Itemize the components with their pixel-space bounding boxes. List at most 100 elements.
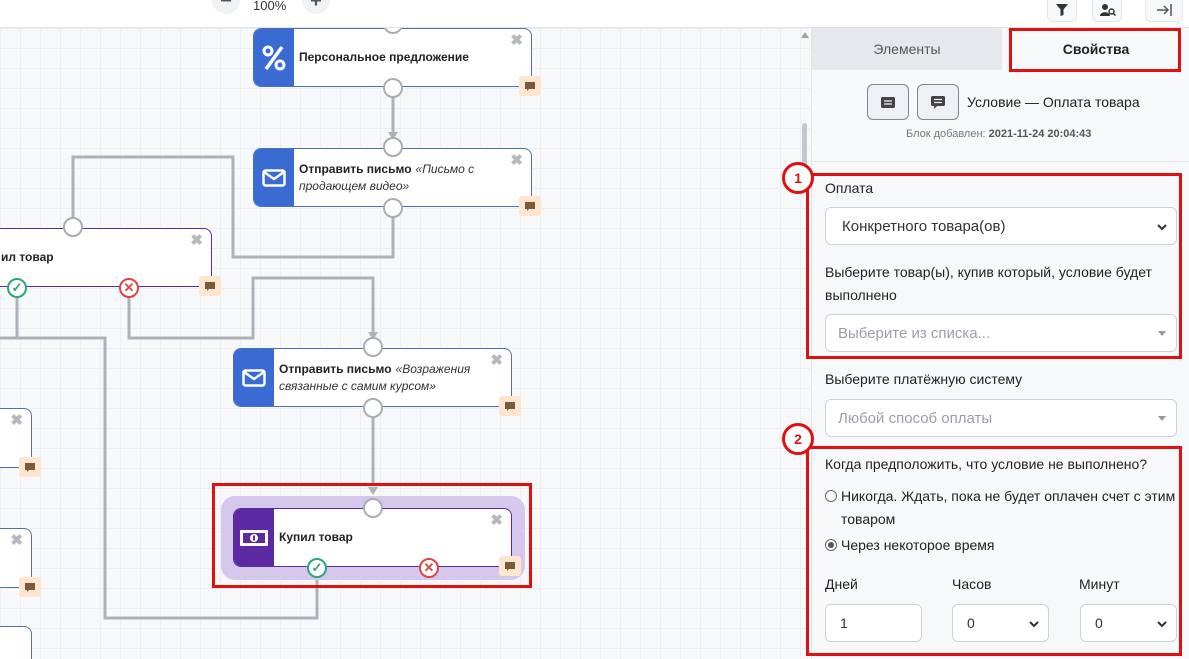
- top-toolbar: − 100% +: [0, 0, 1189, 28]
- block-title: Условие — Оплата товара: [967, 94, 1140, 110]
- canvas-scrollbar[interactable]: [800, 28, 810, 659]
- highlight-section-1: [806, 173, 1182, 359]
- comment-icon: [931, 95, 945, 109]
- minutes-select[interactable]: 0: [1080, 604, 1177, 642]
- node-send-email-objections[interactable]: Отправить письмо«Возражения связанные с …: [233, 348, 521, 416]
- node-bought-product[interactable]: Купил товар ✖: [233, 508, 521, 576]
- minutes-label: Минут: [1079, 576, 1120, 592]
- close-icon[interactable]: ✖: [10, 532, 23, 549]
- node-bought-left[interactable]: ил товар ✖: [0, 228, 221, 296]
- pay-system-label: Выберите платёжную систему: [825, 371, 1023, 387]
- scroll-thumb[interactable]: [802, 123, 807, 183]
- fail-port[interactable]: ✕: [119, 278, 139, 298]
- comment-button[interactable]: [917, 84, 959, 120]
- close-icon[interactable]: ✖: [510, 32, 523, 49]
- close-icon[interactable]: ✖: [10, 412, 23, 429]
- node-title: Отправить письмо«Письмо с продающем виде…: [299, 161, 475, 193]
- radio-never[interactable]: [825, 490, 837, 502]
- zoom-out-button[interactable]: −: [212, 0, 240, 14]
- tab-properties[interactable]: Свойства: [1002, 28, 1189, 70]
- block-added-info: Блок добавлен: 2021-11-24 20:04:43: [906, 128, 1092, 140]
- minutes-select-value: 0: [1095, 615, 1103, 631]
- input-port[interactable]: [363, 337, 383, 357]
- properties-panel: Элементы Свойства Условие — Оплата товар…: [782, 28, 1189, 659]
- product-select-placeholder: Выберите из списка...: [838, 324, 991, 342]
- output-port[interactable]: [383, 78, 403, 98]
- radio-after-time[interactable]: [825, 539, 837, 551]
- filter-icon: [1056, 4, 1068, 16]
- node-title: Отправить письмо«Возражения связанные с …: [279, 361, 471, 393]
- input-port[interactable]: [383, 137, 403, 157]
- radio-never-label[interactable]: Никогда. Ждать, пока не будет оплачен сч…: [841, 488, 1176, 527]
- days-label: Дней: [825, 576, 858, 592]
- money-icon: [234, 509, 274, 566]
- note-icon: [881, 96, 895, 108]
- node-title: ил товар: [1, 250, 54, 264]
- payment-select[interactable]: Конкретного товара(ов): [825, 207, 1177, 245]
- comment-icon[interactable]: [19, 577, 41, 597]
- comment-icon[interactable]: [499, 556, 521, 576]
- filter-button[interactable]: [1047, 0, 1077, 22]
- connection-wires: [0, 97, 398, 620]
- note-button[interactable]: [867, 84, 909, 120]
- pay-system-select[interactable]: Любой способ оплаты: [825, 399, 1177, 437]
- fail-port[interactable]: ✕: [419, 558, 439, 578]
- hours-select-value: 0: [967, 615, 975, 631]
- exit-icon: [1157, 4, 1172, 16]
- success-port[interactable]: ✓: [7, 278, 27, 298]
- zoom-in-button[interactable]: +: [302, 0, 330, 14]
- comment-icon[interactable]: [519, 76, 541, 96]
- highlight-properties-tab: [1009, 28, 1181, 72]
- days-input[interactable]: 1: [825, 604, 922, 642]
- comment-icon[interactable]: [519, 196, 541, 216]
- annotation-badge-1: 1: [782, 162, 814, 194]
- zoom-level: 100%: [253, 0, 287, 13]
- annotation-badge-2: 2: [782, 423, 814, 455]
- caret-down-icon: [1158, 416, 1166, 421]
- success-port[interactable]: ✓: [307, 558, 327, 578]
- user-search-button[interactable]: [1092, 0, 1122, 22]
- chevron-down-icon: [1029, 621, 1039, 628]
- percent-icon: [254, 29, 294, 86]
- comment-icon[interactable]: [19, 457, 41, 477]
- product-label: Выберите товар(ы), купив который, услови…: [825, 264, 1152, 303]
- input-port[interactable]: [363, 498, 383, 518]
- close-icon[interactable]: ✖: [190, 232, 203, 249]
- output-port[interactable]: [383, 198, 403, 218]
- comment-icon[interactable]: [499, 396, 521, 416]
- tab-elements[interactable]: Элементы: [812, 28, 1002, 70]
- input-port[interactable]: [63, 217, 83, 237]
- hours-select[interactable]: 0: [952, 604, 1049, 642]
- caret-down-icon: [1158, 331, 1166, 336]
- exit-button[interactable]: [1145, 0, 1183, 22]
- node-send-email-video[interactable]: Отправить письмо«Письмо с продающем виде…: [253, 148, 541, 216]
- highlight-section-2: [806, 446, 1182, 656]
- partial-node-1[interactable]: ✖: [0, 408, 41, 477]
- node-title: Купил товар: [279, 530, 353, 544]
- chevron-down-icon: [1157, 224, 1167, 231]
- close-icon[interactable]: ✖: [490, 512, 503, 529]
- radio-after-time-label[interactable]: Через некоторое время: [841, 537, 995, 553]
- comment-icon[interactable]: [199, 276, 221, 296]
- user-search-icon: [1100, 4, 1116, 17]
- when-label: Когда предположить, что условие не выпол…: [825, 456, 1148, 472]
- scroll-up-arrow[interactable]: [801, 32, 809, 38]
- node-personal-offer[interactable]: Персональное предложение ✖: [253, 28, 541, 96]
- close-icon[interactable]: ✖: [510, 152, 523, 169]
- flow-canvas[interactable]: ✖ ✖ Персональное предложение ✖ Отправить…: [0, 28, 810, 659]
- partial-node-3[interactable]: [0, 626, 32, 659]
- hours-label: Часов: [952, 576, 992, 592]
- envelope-icon: [234, 349, 274, 406]
- envelope-icon: [254, 149, 294, 206]
- highlight-selected-node: [212, 483, 532, 588]
- product-select[interactable]: Выберите из списка...: [825, 314, 1177, 352]
- payment-select-value: Конкретного товара(ов): [842, 217, 1006, 235]
- partial-node-2[interactable]: ✖: [0, 528, 41, 597]
- node-title: Персональное предложение: [299, 50, 469, 64]
- close-icon[interactable]: ✖: [490, 352, 503, 369]
- output-port[interactable]: [363, 398, 383, 418]
- chevron-down-icon: [1157, 621, 1167, 628]
- payment-label: Оплата: [825, 180, 874, 196]
- divider: [812, 161, 1189, 162]
- pay-system-select-value: Любой способ оплаты: [838, 409, 993, 427]
